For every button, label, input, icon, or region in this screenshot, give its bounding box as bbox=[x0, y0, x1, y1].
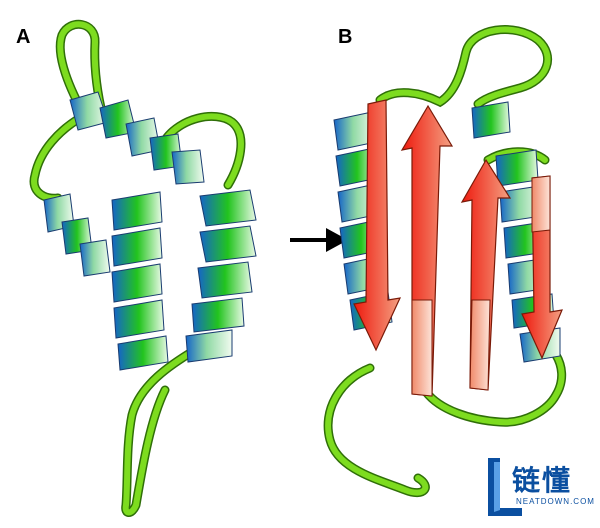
watermark-text-en: NEATDOWN.COM bbox=[516, 497, 595, 506]
panel-label-a: A bbox=[16, 26, 31, 48]
strand-b-2 bbox=[400, 104, 454, 397]
helix-a-2 bbox=[43, 193, 111, 277]
helix-a-4 bbox=[185, 189, 257, 363]
strand-b-4 bbox=[521, 175, 563, 360]
helix-a-1 bbox=[69, 91, 205, 185]
watermark-text-cn: 链懂 bbox=[512, 464, 573, 497]
panel-label-b: B bbox=[338, 26, 353, 48]
transition-arrow bbox=[290, 228, 348, 252]
strand-b-1 bbox=[353, 99, 402, 352]
watermark: 链懂 NEATDOWN.COM bbox=[482, 457, 594, 517]
panel-b-structure bbox=[323, 25, 567, 498]
helix-a-3 bbox=[111, 191, 169, 371]
panel-a-structure bbox=[29, 19, 257, 517]
watermark-logo-icon bbox=[488, 458, 522, 516]
strand-b-3 bbox=[460, 158, 512, 391]
